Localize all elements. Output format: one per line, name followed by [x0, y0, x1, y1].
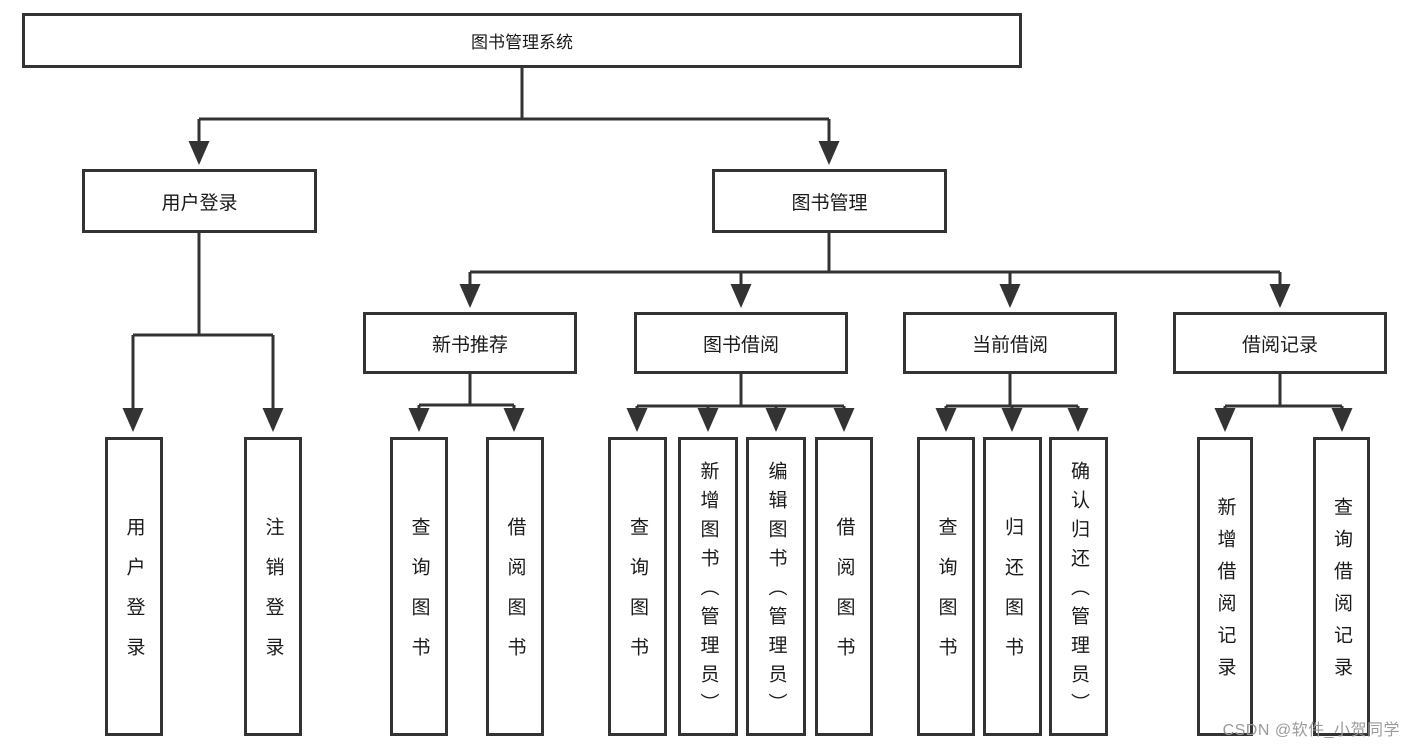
connector-book-management-children — [459, 233, 1291, 308]
leaf-recommend-borrow-books: 借阅图书 — [486, 437, 544, 736]
leaf-recommend-query-books: 查询图书 — [390, 437, 448, 736]
node-library-management-system: 图书管理系统 — [22, 13, 1022, 68]
node-user-login: 用户登录 — [82, 169, 317, 233]
leaf-add-books-admin: 新增图书（管理员） — [678, 437, 738, 736]
node-label: 用户登录 — [161, 192, 238, 214]
node-label: 用户登录 — [123, 517, 145, 677]
node-label: 图书管理系统 — [471, 33, 573, 52]
node-book-borrow: 图书借阅 — [634, 312, 848, 374]
leaf-current-query-books: 查询图书 — [917, 437, 975, 736]
node-label: 借阅图书 — [833, 517, 855, 677]
node-label: 查询借阅记录 — [1331, 497, 1352, 689]
node-borrow-records: 借阅记录 — [1173, 312, 1387, 374]
connector-borrow-records-children — [1214, 374, 1353, 432]
leaf-query-borrow-record: 查询借阅记录 — [1313, 437, 1370, 736]
node-label: 归还图书 — [1002, 517, 1023, 677]
leaf-add-borrow-record: 新增借阅记录 — [1197, 437, 1253, 736]
node-label: 查询图书 — [408, 517, 430, 677]
node-label: 借阅记录 — [1241, 334, 1318, 356]
node-book-management: 图书管理 — [712, 169, 947, 233]
leaf-return-books: 归还图书 — [983, 437, 1042, 736]
node-label: 图书借阅 — [702, 334, 779, 356]
node-label: 当前借阅 — [971, 334, 1048, 356]
node-label: 新书推荐 — [431, 334, 508, 356]
node-label: 注销登录 — [262, 517, 284, 677]
node-label: 借阅图书 — [504, 517, 526, 677]
node-label: 编辑图书（管理员） — [765, 461, 787, 722]
connector-root-to-level2 — [188, 68, 840, 165]
node-label: 新增借阅记录 — [1214, 497, 1236, 689]
leaf-edit-books-admin: 编辑图书（管理员） — [746, 437, 806, 736]
node-label: 查询图书 — [935, 517, 957, 677]
leaf-user-login: 用户登录 — [105, 437, 163, 736]
node-label: 查询图书 — [627, 517, 648, 677]
connector-user-login-children — [122, 233, 284, 432]
leaf-borrow-books: 借阅图书 — [815, 437, 873, 736]
connector-current-borrow-children — [935, 374, 1089, 432]
node-new-book-recommend: 新书推荐 — [363, 312, 577, 374]
node-current-borrow: 当前借阅 — [903, 312, 1117, 374]
leaf-confirm-return-admin: 确认归还（管理员） — [1049, 437, 1108, 736]
leaf-logout: 注销登录 — [244, 437, 302, 736]
node-label: 确认归还（管理员） — [1068, 461, 1089, 722]
csdn-watermark: CSDN @软件_小贺同学 — [1222, 722, 1400, 739]
node-label: 新增图书（管理员） — [697, 461, 719, 722]
node-label: 图书管理 — [791, 192, 868, 214]
connector-book-borrow-children — [626, 374, 855, 432]
leaf-borrow-query-books: 查询图书 — [608, 437, 667, 736]
connector-new-book-recommend-children — [408, 374, 525, 432]
